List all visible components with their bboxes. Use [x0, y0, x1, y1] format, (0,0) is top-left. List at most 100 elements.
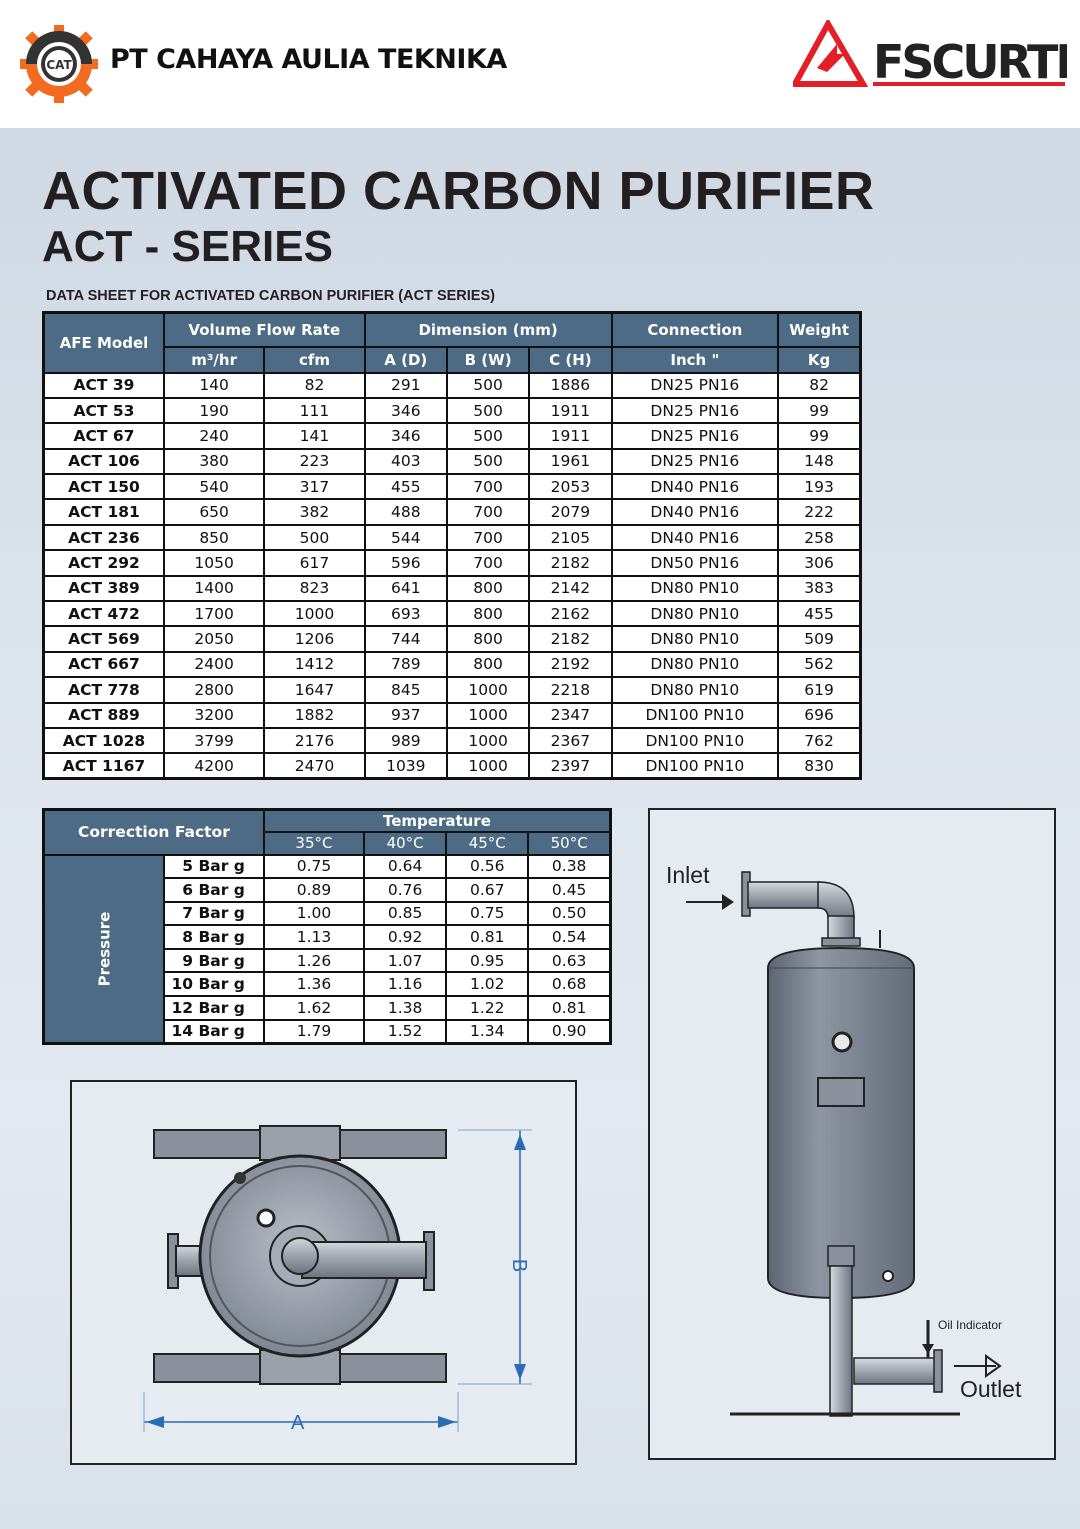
subcol-inch: Inch "	[610, 345, 780, 374]
factor-cell: 0.81	[527, 995, 612, 1021]
factor-cell: 0.56	[445, 853, 530, 880]
svg-text:FSCURTIS: FSCURTIS	[873, 35, 1067, 89]
table-cell: 403	[363, 447, 448, 476]
table-cell: 1886	[528, 371, 613, 399]
table-cell: 700	[445, 473, 531, 501]
pressure-value: 10 Bar g	[162, 971, 265, 998]
table-cell: 82	[263, 371, 366, 399]
model-cell: ACT 67	[42, 422, 165, 450]
table-cell: DN80 PN10	[610, 574, 780, 603]
pressure-value: 12 Bar g	[162, 995, 265, 1021]
table-cell: DN25 PN16	[610, 371, 780, 399]
table-cell: 800	[445, 574, 531, 603]
temperature-col: 50°C	[527, 830, 612, 856]
table-cell: 1000	[445, 676, 531, 704]
factor-cell: 0.89	[262, 877, 366, 903]
factor-cell: 0.76	[363, 877, 448, 903]
table-cell: 383	[777, 574, 862, 603]
subcol-m3hr: m³/hr	[162, 345, 266, 374]
model-cell: ACT 389	[42, 574, 165, 603]
table-cell: 111	[263, 396, 366, 425]
model-cell: ACT 150	[42, 473, 165, 501]
model-cell: ACT 1028	[42, 726, 165, 755]
factor-cell: 0.85	[363, 900, 448, 927]
table-cell: 1400	[162, 574, 266, 603]
table-cell: DN40 PN16	[610, 523, 780, 552]
table-cell: 2347	[528, 701, 613, 729]
table-cell: 830	[777, 752, 862, 780]
pressure-value: 14 Bar g	[162, 1018, 265, 1045]
factor-cell: 1.52	[363, 1018, 448, 1045]
subcol-cfm: cfm	[263, 345, 366, 374]
table-cell: 850	[162, 523, 266, 552]
table-cell: 140	[162, 371, 266, 399]
model-cell: ACT 778	[42, 676, 165, 704]
table-cell: 845	[363, 676, 448, 704]
fs-curtis-logo: FSCURTIS	[793, 20, 1067, 89]
table-cell: 617	[263, 549, 366, 577]
table-cell: 500	[445, 371, 531, 399]
temperature-col: 35°C	[262, 830, 366, 856]
table-cell: 99	[777, 396, 862, 425]
pressure-label-cell: Pressure	[42, 853, 165, 1045]
table-cell: 700	[445, 523, 531, 552]
pressure-value: 9 Bar g	[162, 947, 265, 974]
factor-cell: 1.34	[445, 1018, 530, 1045]
dimension-b-label: B	[508, 1258, 531, 1273]
table-cell: 762	[777, 726, 862, 755]
factor-cell: 1.13	[262, 924, 366, 950]
table-cell: 2182	[528, 549, 613, 577]
model-cell: ACT 569	[42, 625, 165, 653]
outlet-label: Outlet	[960, 1376, 1022, 1402]
factor-cell: 0.75	[445, 900, 530, 927]
table-cell: 789	[363, 650, 448, 679]
factor-cell: 0.68	[527, 971, 612, 998]
table-cell: 800	[445, 650, 531, 679]
table-cell: DN25 PN16	[610, 422, 780, 450]
table-cell: 455	[777, 600, 862, 628]
table-cell: 500	[445, 447, 531, 476]
factor-cell: 1.00	[262, 900, 366, 927]
page-title: ACTIVATED CARBON PURIFIER	[42, 161, 875, 221]
pressure-value: 6 Bar g	[162, 877, 265, 903]
table-cell: 700	[445, 498, 531, 526]
svg-text:CAT: CAT	[46, 58, 72, 72]
table-cell: 306	[777, 549, 862, 577]
table-cell: 696	[777, 701, 862, 729]
top-view-illustration	[143, 1125, 532, 1432]
pressure-value: 7 Bar g	[162, 900, 265, 927]
model-cell: ACT 1167	[42, 752, 165, 780]
table-cell: 540	[162, 473, 266, 501]
table-cell: 3799	[162, 726, 266, 755]
factor-cell: 0.92	[363, 924, 448, 950]
temperature-col: 40°C	[363, 830, 448, 856]
factor-cell: 0.38	[527, 853, 612, 880]
table-cell: DN40 PN16	[610, 473, 780, 501]
factor-cell: 1.07	[363, 947, 448, 974]
series-title: ACT - SERIES	[42, 222, 333, 271]
table-cell: DN80 PN10	[610, 625, 780, 653]
factor-cell: 1.16	[363, 971, 448, 998]
col-dimension: Dimension (mm)	[363, 311, 613, 348]
factor-cell: 0.45	[527, 877, 612, 903]
side-view-illustration	[686, 871, 1002, 1417]
table-cell: DN50 PN16	[610, 549, 780, 577]
table-cell: 1961	[528, 447, 613, 476]
spec-table: AFE Model Volume Flow Rate Dimension (mm…	[42, 311, 862, 781]
table-cell: 222	[777, 498, 862, 526]
table-cell: 937	[363, 701, 448, 729]
inlet-label: Inlet	[666, 862, 710, 888]
dimension-a-label: A	[291, 1412, 305, 1434]
factor-cell: 1.02	[445, 971, 530, 998]
table-cell: 1206	[263, 625, 366, 653]
table-cell: 641	[363, 574, 448, 603]
